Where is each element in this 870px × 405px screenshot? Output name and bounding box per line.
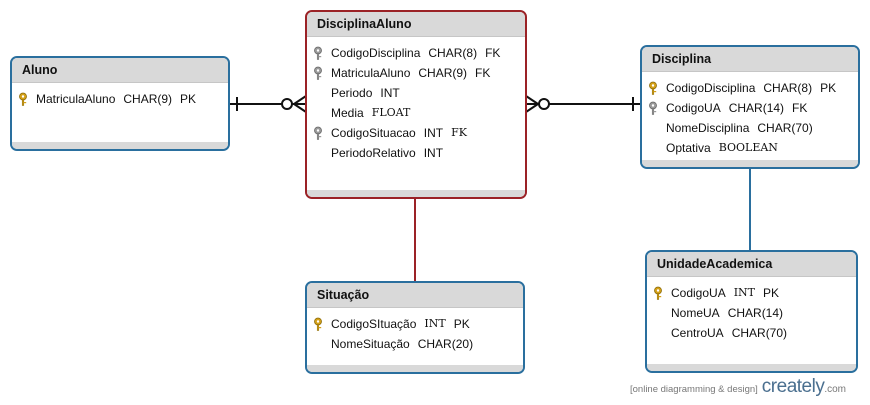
key-gold-icon	[648, 81, 660, 95]
entity-title: UnidadeAcademica	[647, 252, 856, 277]
entity-situacao[interactable]: Situação CodigoSItuação INT PK NomeSitua…	[305, 281, 525, 374]
column-list: MatriculaAluno CHAR(9) PK	[12, 83, 228, 109]
column-type: CHAR(14)	[727, 306, 784, 320]
column-key: FK	[485, 46, 501, 60]
column-key: FK	[451, 126, 467, 139]
column-type: CHAR(70)	[757, 121, 813, 135]
column-type: INT	[733, 286, 756, 299]
key-gold-icon	[18, 92, 30, 106]
column-key: PK	[180, 92, 197, 106]
column-type: CHAR(9)	[123, 92, 173, 106]
entity-title: Aluno	[12, 58, 228, 83]
watermark-tagline: [online diagramming & design]	[630, 384, 758, 395]
watermark-brand: creately	[761, 376, 825, 397]
creately-watermark[interactable]: [online diagramming & design] creately .…	[630, 376, 846, 398]
column-name: Optativa	[666, 141, 711, 155]
entity-title: Situação	[307, 283, 523, 308]
column-name: CodigoDisciplina	[666, 81, 756, 95]
column-name: MatriculaAluno	[331, 66, 411, 80]
column-name: CodigoSituacao	[331, 126, 416, 140]
watermark-tld: .com	[824, 384, 846, 395]
column-name: CodigoDisciplina	[331, 46, 421, 60]
column-row[interactable]: CodigoSituacao INT FK	[307, 123, 525, 143]
column-name: NomeSituação	[331, 337, 410, 351]
key-gray-icon	[313, 66, 325, 80]
column-row[interactable]: MatriculaAluno CHAR(9) PK	[12, 89, 228, 109]
entity-footer	[12, 142, 228, 149]
column-type: CHAR(20)	[417, 337, 474, 351]
column-row[interactable]: NomeSituação CHAR(20)	[307, 334, 523, 354]
column-row[interactable]: CodigoDisciplina CHAR(8) FK	[307, 43, 525, 63]
column-type: CHAR(70)	[731, 326, 788, 340]
column-name: Media	[331, 106, 364, 120]
link-disciplinaaluno-disciplina	[525, 95, 641, 113]
column-type: INT	[380, 86, 400, 100]
entity-disciplinaaluno[interactable]: DisciplinaAluno CodigoDisciplina CHAR(8)…	[305, 10, 527, 199]
link-aluno-disciplinaaluno	[229, 95, 307, 113]
column-row[interactable]: CodigoUA INT PK	[647, 283, 856, 303]
column-name: NomeUA	[671, 306, 720, 320]
column-row[interactable]: CentroUA CHAR(70)	[647, 323, 856, 343]
column-name: CodigoUA	[666, 101, 721, 115]
key-gray-icon	[648, 101, 660, 115]
column-key: FK	[475, 66, 491, 80]
column-type: CHAR(9)	[418, 66, 468, 80]
column-type: CHAR(8)	[763, 81, 813, 95]
column-name: NomeDisciplina	[666, 121, 750, 135]
column-key: PK	[763, 286, 780, 300]
column-type: INT	[423, 126, 444, 140]
entity-footer	[307, 190, 525, 197]
key-gold-icon	[653, 286, 665, 300]
column-name: PeriodoRelativo	[331, 146, 416, 160]
column-list: CodigoSItuação INT PK NomeSituação CHAR(…	[307, 308, 523, 354]
column-list: CodigoUA INT PK NomeUA CHAR(14) CentroUA…	[647, 277, 856, 343]
column-type: FLOAT	[371, 106, 411, 119]
entity-title: Disciplina	[642, 47, 858, 72]
column-list: CodigoDisciplina CHAR(8) FK MatriculaAlu…	[307, 37, 525, 163]
column-key: FK	[792, 101, 808, 115]
column-list: CodigoDisciplina CHAR(8) PK CodigoUA CHA…	[642, 72, 858, 158]
column-row[interactable]: NomeUA CHAR(14)	[647, 303, 856, 323]
column-row[interactable]: PeriodoRelativo INT	[307, 143, 525, 163]
column-row[interactable]: CodigoDisciplina CHAR(8) PK	[642, 78, 858, 98]
column-key: PK	[453, 317, 470, 331]
column-key: PK	[820, 81, 837, 95]
column-name: CodigoSItuação	[331, 317, 417, 331]
entity-footer	[307, 365, 523, 372]
column-name: CodigoUA	[671, 286, 726, 300]
column-type: INT	[424, 317, 446, 330]
column-row[interactable]: NomeDisciplina CHAR(70)	[642, 118, 858, 138]
column-name: MatriculaAluno	[36, 92, 116, 106]
key-gray-icon	[313, 46, 325, 60]
column-type: CHAR(8)	[428, 46, 478, 60]
column-row[interactable]: Optativa BOOLEAN	[642, 138, 858, 158]
entity-footer	[647, 364, 856, 371]
key-gold-icon	[313, 317, 325, 331]
key-gray-icon	[313, 126, 325, 140]
column-name: CentroUA	[671, 326, 724, 340]
column-type: BOOLEAN	[718, 141, 778, 154]
entity-unidadeacademica[interactable]: UnidadeAcademica CodigoUA INT PK NomeUA …	[645, 250, 858, 373]
column-name: Periodo	[331, 86, 373, 100]
column-row[interactable]: CodigoSItuação INT PK	[307, 314, 523, 334]
column-row[interactable]: CodigoUA CHAR(14) FK	[642, 98, 858, 118]
column-row[interactable]: Media FLOAT	[307, 103, 525, 123]
column-type: CHAR(14)	[728, 101, 785, 115]
entity-footer	[642, 160, 858, 167]
column-row[interactable]: MatriculaAluno CHAR(9) FK	[307, 63, 525, 83]
entity-aluno[interactable]: Aluno MatriculaAluno CHAR(9) PK	[10, 56, 230, 151]
entity-title: DisciplinaAluno	[307, 12, 525, 37]
entity-disciplina[interactable]: Disciplina CodigoDisciplina CHAR(8) PK C…	[640, 45, 860, 169]
column-row[interactable]: Periodo INT	[307, 83, 525, 103]
column-type: INT	[423, 146, 444, 160]
